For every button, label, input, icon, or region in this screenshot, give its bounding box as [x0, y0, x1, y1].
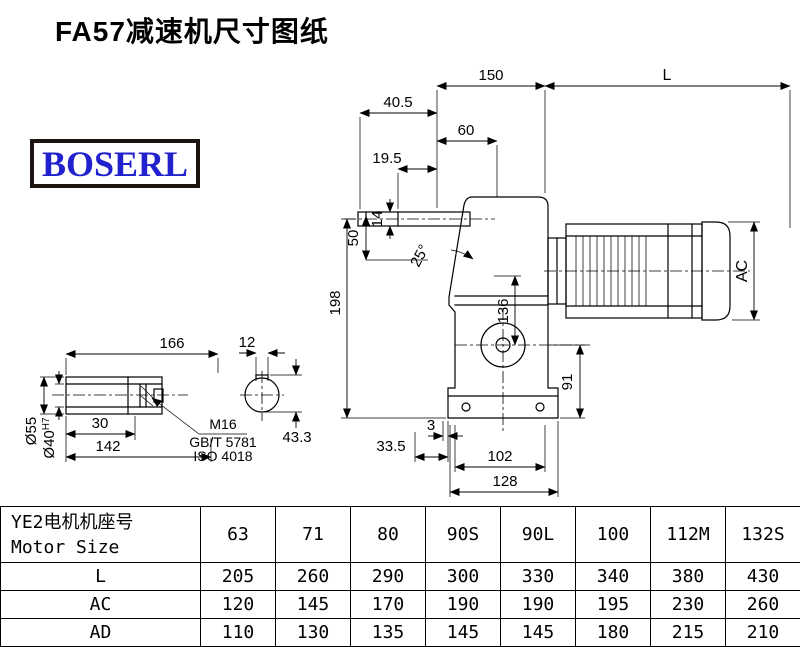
dim-angle-25: 25° [407, 242, 473, 270]
dim-136: 136 [494, 276, 521, 345]
dim-91: 91 [550, 345, 585, 418]
dim-102-label: 102 [487, 448, 512, 465]
dim-50-label: 50 [345, 230, 362, 247]
cell: 380 [651, 563, 726, 591]
motor-size-header-cell: YE2电机机座号 Motor Size [1, 507, 201, 563]
table-row-AC: AC 120 145 170 190 190 195 230 260 [1, 591, 800, 619]
hollow-shaft [52, 377, 188, 414]
dim-dia40H7-label: Ø40H7 [41, 417, 58, 459]
cell: 180 [576, 619, 651, 647]
dim-198-label: 198 [327, 290, 344, 315]
dim-L-label: L [663, 67, 672, 84]
table-row-L: L 205 260 290 300 330 340 380 430 [1, 563, 800, 591]
bolt-callout: M16 GB/T 5781 ISO 4018 [152, 398, 257, 464]
cell: 145 [501, 619, 576, 647]
dim-43-3: 43.3 [265, 359, 312, 446]
bolt-size-label: M16 [209, 416, 236, 432]
dim-AC-label: AC [734, 260, 751, 282]
cell: 145 [426, 619, 501, 647]
size-80: 80 [351, 507, 426, 563]
dim-12-label: 12 [239, 334, 256, 351]
dim-128-label: 128 [492, 473, 517, 490]
cell: 430 [726, 563, 800, 591]
cell: 190 [426, 591, 501, 619]
cell: 195 [576, 591, 651, 619]
motor-size-header-cn: YE2电机机座号 [11, 510, 200, 535]
dim-60-label: 60 [458, 122, 475, 139]
dim-19-5-label: 19.5 [372, 150, 401, 167]
cell: 340 [576, 563, 651, 591]
dim-14-label: 14 [369, 211, 386, 228]
row-label: AC [1, 591, 201, 619]
dim-91-label: 91 [559, 374, 576, 391]
size-71: 71 [276, 507, 351, 563]
keyway-section [240, 371, 284, 421]
size-100: 100 [576, 507, 651, 563]
dim-150: 150 [437, 67, 545, 208]
size-90L: 90L [501, 507, 576, 563]
dim-angle-label: 25° [407, 242, 433, 270]
dim-30-label: 30 [92, 415, 109, 432]
motor [544, 222, 750, 320]
dim-150-label: 150 [478, 67, 503, 84]
cell: 130 [276, 619, 351, 647]
row-label: AD [1, 619, 201, 647]
dim-dia55-label: Ø55 [23, 417, 40, 445]
dim-19-5: 19.5 [372, 150, 437, 209]
dim-142-label: 142 [95, 438, 120, 455]
dim-L: L [545, 67, 790, 228]
technical-drawing: 25° 150 L 40.5 60 [0, 0, 800, 506]
dim-33-5-label: 33.5 [376, 438, 405, 455]
gearbox-housing [448, 197, 590, 432]
size-112M: 112M [651, 507, 726, 563]
size-132S: 132S [726, 507, 800, 563]
size-90S: 90S [426, 507, 501, 563]
motor-size-header-en: Motor Size [11, 535, 200, 560]
cell: 210 [726, 619, 800, 647]
dim-136-label: 136 [495, 298, 512, 323]
dim-43-3-label: 43.3 [282, 429, 311, 446]
dim-166: 166 [66, 335, 218, 375]
dim-30: 30 [66, 415, 135, 440]
dimension-table: YE2电机机座号 Motor Size 63 71 80 90S 90L 100… [0, 506, 800, 647]
cell: 215 [651, 619, 726, 647]
cell: 110 [201, 619, 276, 647]
cell: 135 [351, 619, 426, 647]
cell: 230 [651, 591, 726, 619]
table-header-row: YE2电机机座号 Motor Size 63 71 80 90S 90L 100… [1, 507, 800, 563]
cell: 190 [501, 591, 576, 619]
dim-102: 102 [455, 425, 545, 472]
dim-40-5-label: 40.5 [383, 94, 412, 111]
cell: 145 [276, 591, 351, 619]
dim-60: 60 [437, 122, 497, 197]
row-label: L [1, 563, 201, 591]
cell: 290 [351, 563, 426, 591]
size-63: 63 [201, 507, 276, 563]
bolt-standard-iso-label: ISO 4018 [193, 448, 252, 464]
table-row-AD: AD 110 130 135 145 145 180 215 210 [1, 619, 800, 647]
cell: 260 [276, 563, 351, 591]
dim-3: 3 [427, 417, 463, 462]
cell: 260 [726, 591, 800, 619]
cell: 120 [201, 591, 276, 619]
dim-AC: AC [728, 222, 760, 320]
cell: 170 [351, 591, 426, 619]
cell: 300 [426, 563, 501, 591]
dim-33-5: 33.5 [376, 432, 448, 462]
dim-166-label: 166 [159, 335, 184, 352]
dim-3-label: 3 [427, 417, 435, 434]
cell: 205 [201, 563, 276, 591]
cell: 330 [501, 563, 576, 591]
shaft-detail-view: 166 12 43.3 [23, 334, 312, 464]
main-view: 25° 150 L 40.5 60 [327, 67, 790, 497]
dim-12: 12 [239, 334, 285, 377]
input-shaft [344, 212, 495, 226]
